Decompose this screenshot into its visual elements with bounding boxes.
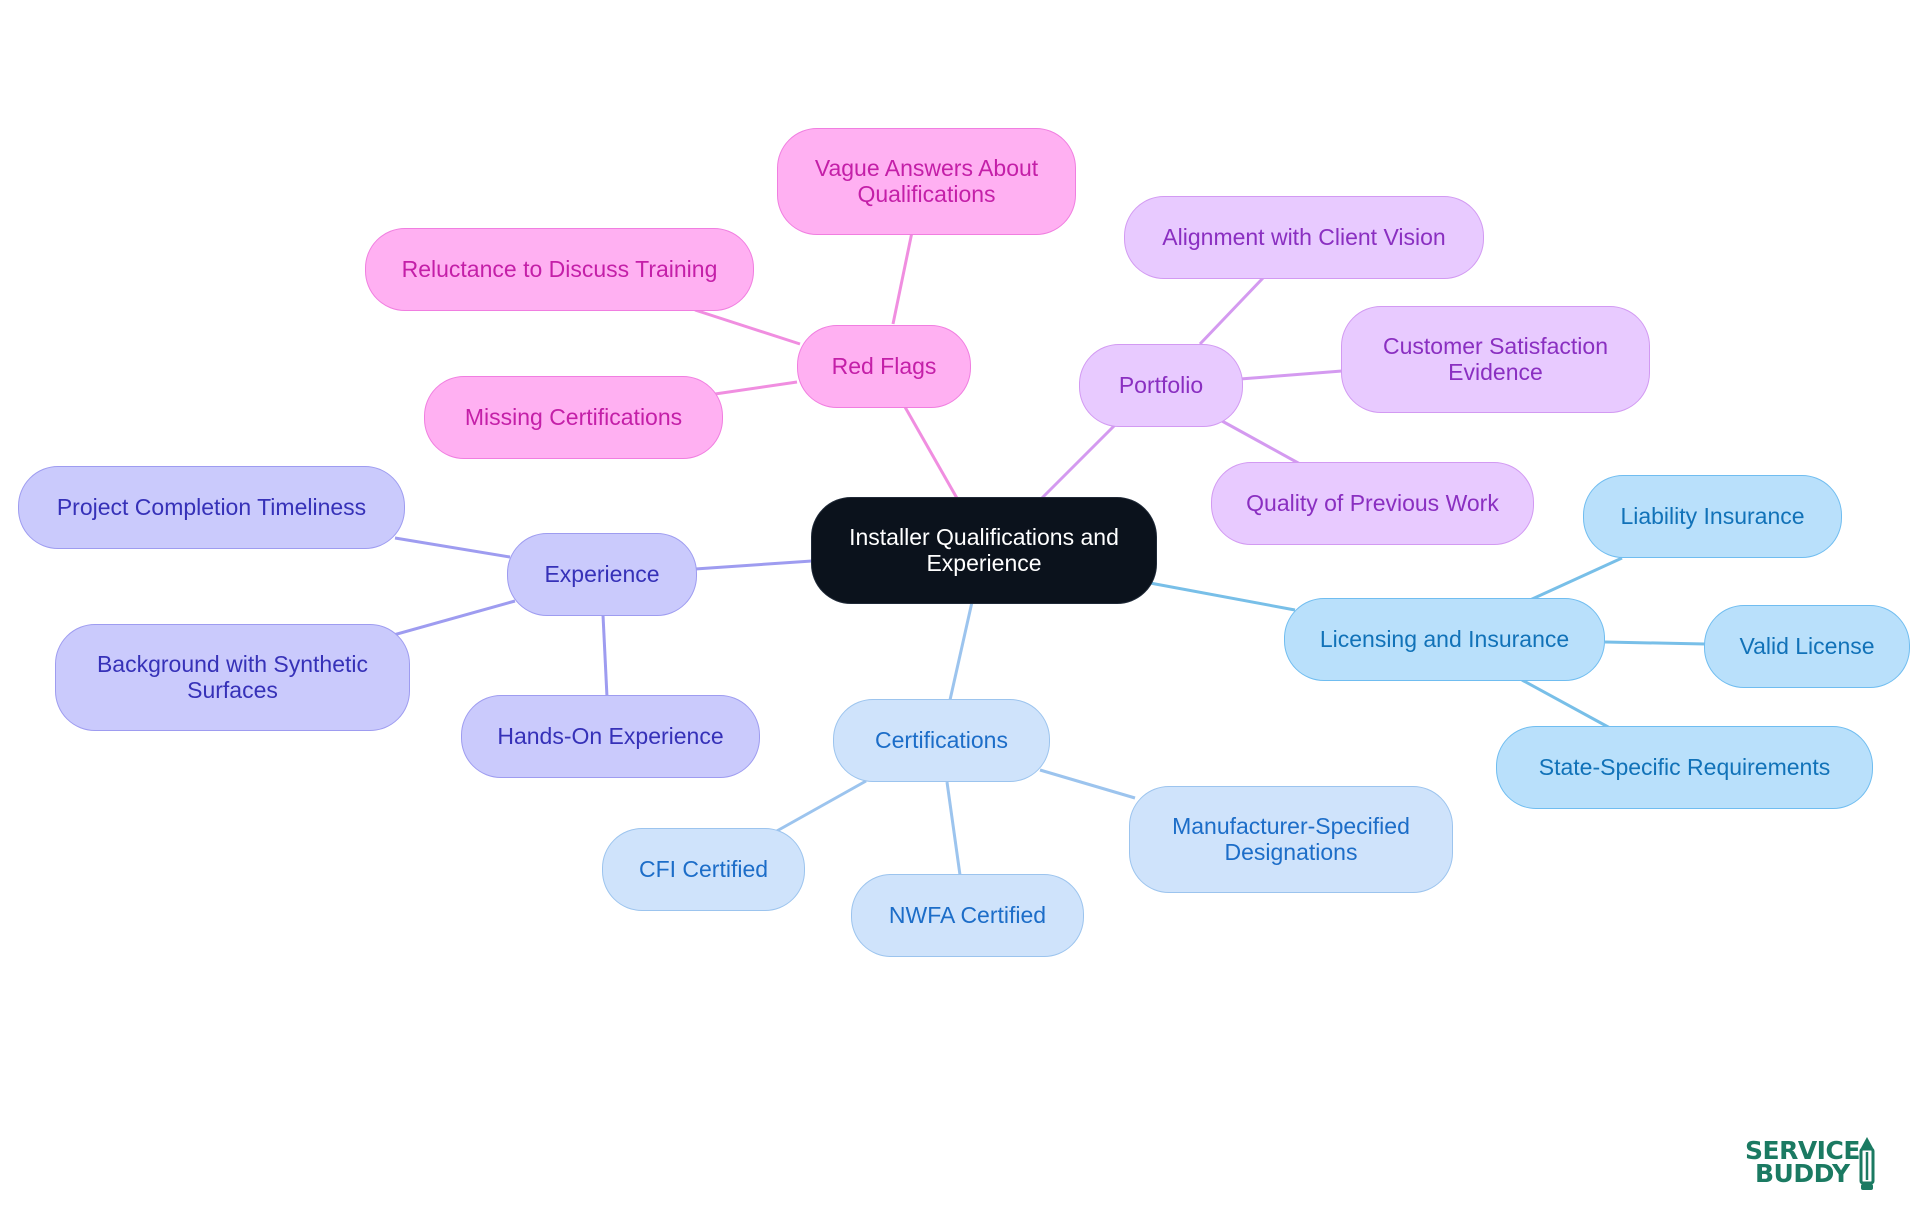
certifications-node[interactable]: Certifications bbox=[833, 699, 1050, 782]
edge-experience-handson bbox=[601, 614, 609, 698]
edge-root-portfolio bbox=[1038, 423, 1117, 502]
synthetic-surfaces-node[interactable]: Background with Synthetic Surfaces bbox=[55, 624, 410, 731]
service-buddy-logo: SERVICE BUDDY bbox=[1745, 1136, 1875, 1194]
liability-insurance-node[interactable]: Liability Insurance bbox=[1583, 475, 1842, 558]
edge-root-certifications bbox=[948, 601, 974, 701]
edge-certifications-nwfa bbox=[945, 781, 962, 876]
edge-portfolio-quality bbox=[1221, 419, 1301, 466]
licensing-insurance-node[interactable]: Licensing and Insurance bbox=[1284, 598, 1605, 681]
edge-portfolio-alignment bbox=[1198, 276, 1265, 346]
hands-on-experience-node[interactable]: Hands-On Experience bbox=[461, 695, 760, 778]
customer-satisfaction-node[interactable]: Customer Satisfaction Evidence bbox=[1341, 306, 1650, 413]
manufacturer-designations-node[interactable]: Manufacturer-Specified Designations bbox=[1129, 786, 1453, 893]
edge-experience-timeliness bbox=[394, 536, 511, 559]
edge-root-licensing bbox=[1149, 581, 1296, 612]
root-node[interactable]: Installer Qualifications and Experience bbox=[811, 497, 1157, 604]
logo-text-service: SERVICE bbox=[1745, 1136, 1860, 1165]
edge-experience-background bbox=[389, 599, 516, 638]
state-requirements-node[interactable]: State-Specific Requirements bbox=[1496, 726, 1873, 809]
reluctance-training-node[interactable]: Reluctance to Discuss Training bbox=[365, 228, 754, 311]
edge-certifications-manufacturer bbox=[1039, 768, 1136, 800]
project-timeliness-node[interactable]: Project Completion Timeliness bbox=[18, 466, 405, 549]
cfi-certified-node[interactable]: CFI Certified bbox=[602, 828, 805, 911]
edge-licensing-state bbox=[1521, 678, 1611, 730]
valid-license-node[interactable]: Valid License bbox=[1704, 605, 1910, 688]
edge-portfolio-customer bbox=[1239, 369, 1343, 381]
quality-previous-work-node[interactable]: Quality of Previous Work bbox=[1211, 462, 1534, 545]
edge-licensing-liability bbox=[1529, 556, 1623, 602]
logo-text-buddy: BUDDY bbox=[1755, 1159, 1850, 1188]
edge-red-flags-vague bbox=[891, 231, 914, 325]
edge-red-flags-missing bbox=[714, 380, 798, 396]
pencil-icon bbox=[1859, 1137, 1875, 1190]
alignment-client-vision-node[interactable]: Alignment with Client Vision bbox=[1124, 196, 1484, 279]
edge-red-flags-reluctance bbox=[694, 308, 801, 346]
experience-node[interactable]: Experience bbox=[507, 533, 697, 616]
edge-root-red-flags bbox=[903, 406, 960, 501]
edge-certifications-cfi bbox=[774, 779, 867, 834]
portfolio-node[interactable]: Portfolio bbox=[1079, 344, 1243, 427]
edge-root-experience bbox=[694, 559, 813, 571]
nwfa-certified-node[interactable]: NWFA Certified bbox=[851, 874, 1084, 957]
vague-answers-node[interactable]: Vague Answers About Qualifications bbox=[777, 128, 1076, 235]
edge-licensing-valid bbox=[1604, 640, 1706, 646]
red-flags-node[interactable]: Red Flags bbox=[797, 325, 971, 408]
missing-certifications-node[interactable]: Missing Certifications bbox=[424, 376, 723, 459]
